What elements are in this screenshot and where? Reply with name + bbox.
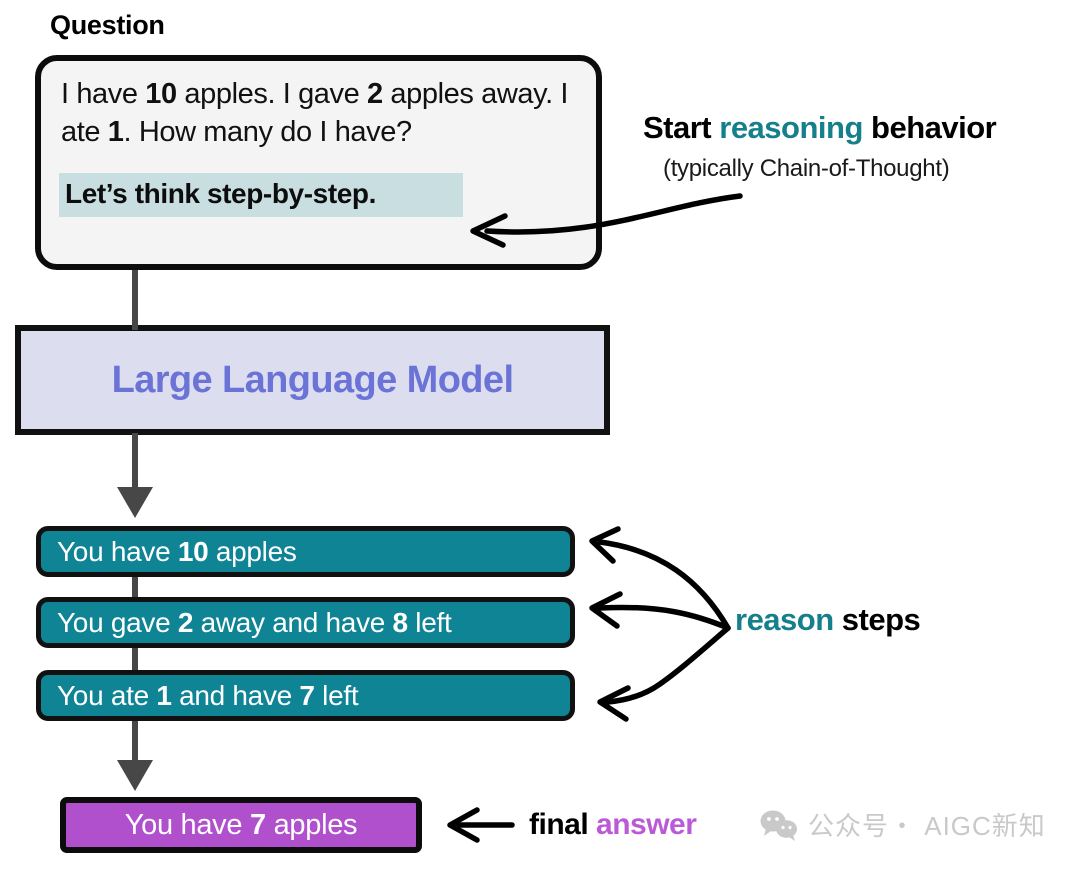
cot-trigger-text: Let’s think step-by-step.	[65, 178, 377, 209]
reason-step-box: You ate 1 and have 7 left	[36, 670, 575, 721]
large-language-model-label: Large Language Model	[111, 358, 514, 401]
arrow-to-reason-step-2	[589, 591, 731, 631]
reason-step-text: You have 10 apples	[57, 535, 297, 567]
reason-step-box: You have 10 apples	[36, 526, 575, 577]
arrow-model-to-steps	[117, 433, 153, 518]
start-reasoning-suffix: behavior	[862, 110, 997, 145]
start-reasoning-prefix: Start	[643, 110, 720, 145]
large-language-model-box: Large Language Model	[15, 325, 610, 435]
reason-step-text: You ate 1 and have 7 left	[57, 679, 359, 711]
arrow-to-reason-step-1	[589, 526, 731, 631]
watermark-text: 公众号・ AIGC新知	[808, 811, 1046, 841]
start-reasoning-accent: reasoning	[719, 110, 863, 145]
reason-steps-accent: reason	[735, 602, 834, 637]
reason-steps-annotation: reason steps	[735, 602, 921, 638]
arrow-to-reason-step-3	[597, 625, 731, 722]
start-reasoning-annotation: Start reasoning behavior	[643, 110, 997, 146]
wechat-icon	[760, 810, 797, 841]
arrow-steps-to-answer	[117, 716, 153, 791]
final-answer-prefix: final	[529, 808, 597, 841]
cot-trigger-highlight: Let’s think step-by-step.	[59, 173, 463, 217]
reason-step-box: You gave 2 away and have 8 left	[36, 597, 575, 648]
final-answer-annotation: final answer	[529, 808, 697, 842]
question-prompt-text: I have 10 apples. I gave 2 apples away. …	[61, 78, 569, 148]
watermark: 公众号・ AIGC新知	[760, 806, 1046, 843]
question-box: I have 10 apples. I gave 2 apples away. …	[35, 55, 602, 270]
question-label: Question	[50, 10, 165, 40]
reason-steps-suffix: steps	[833, 602, 921, 637]
final-answer-accent: answer	[596, 808, 697, 841]
final-answer-text: You have 7 apples	[124, 808, 358, 841]
reason-step-text: You gave 2 away and have 8 left	[57, 606, 452, 638]
final-answer-box: You have 7 apples	[60, 797, 422, 853]
arrow-to-final-answer	[447, 807, 515, 843]
cot-subtitle: (typically Chain-of-Thought)	[663, 155, 950, 182]
